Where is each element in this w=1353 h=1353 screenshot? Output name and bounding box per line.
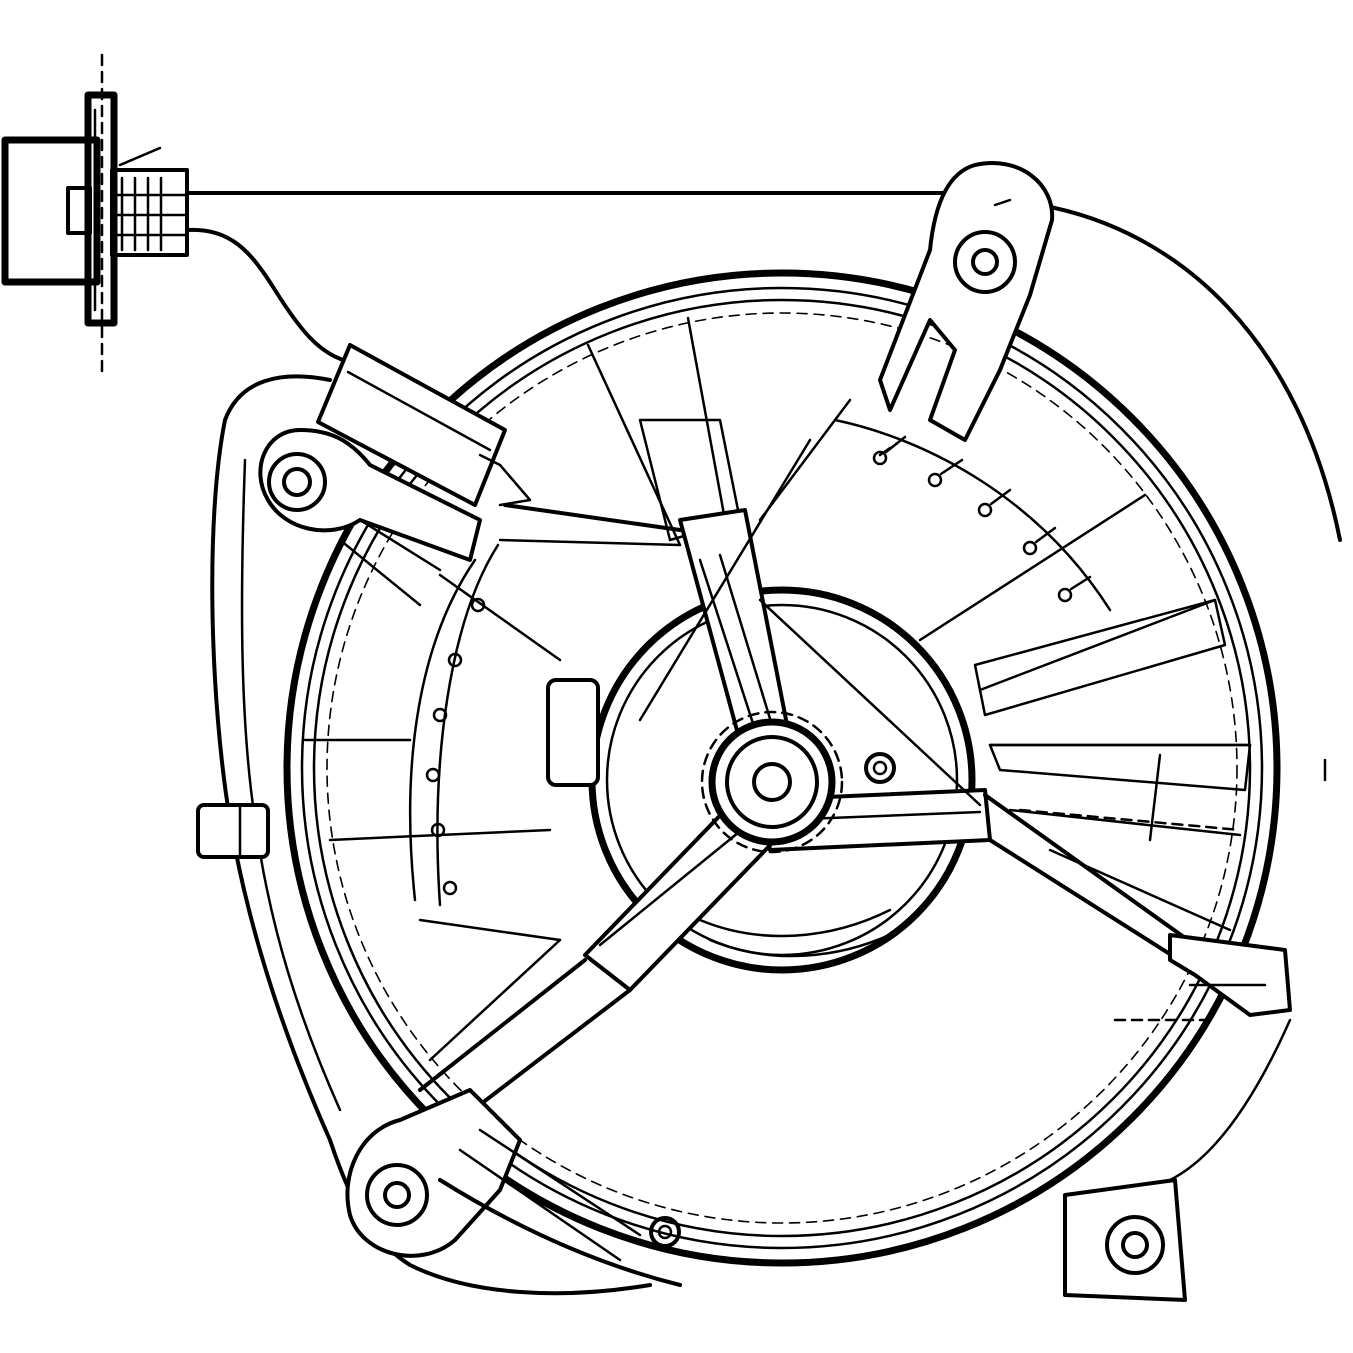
mount-lug-lower-left xyxy=(345,1088,682,1287)
connector-plug xyxy=(110,168,189,257)
mount-lug-upper-right xyxy=(878,161,1055,442)
housing-lower-edge xyxy=(1063,758,1327,1287)
mount-bolt xyxy=(953,230,1017,294)
housing-screw xyxy=(649,1216,681,1248)
mount-bolt xyxy=(267,452,327,512)
connector-housing xyxy=(1,136,101,286)
connector-latch xyxy=(66,186,92,235)
fan-blade xyxy=(438,573,562,662)
resistor-block xyxy=(316,343,532,507)
motor-shaft xyxy=(700,710,896,854)
cover-tab-left xyxy=(196,803,270,859)
toothed-segment-left xyxy=(408,558,477,902)
right-clip xyxy=(1113,933,1292,1022)
fan-blade xyxy=(978,598,1217,692)
fan-blade xyxy=(918,493,1147,642)
fan-blade xyxy=(1008,808,1242,837)
fan-blade xyxy=(586,343,682,547)
wiring xyxy=(185,191,972,364)
electrical-connector xyxy=(1,53,189,374)
fan-blade xyxy=(418,918,562,942)
housing-outer-arc xyxy=(1038,203,1342,542)
wire-lower xyxy=(185,227,352,364)
mount-bolt xyxy=(365,1163,429,1227)
mount-bolt xyxy=(1105,1215,1165,1275)
hub-side-bracket xyxy=(546,678,600,787)
mount-lug-upper-left xyxy=(258,428,482,607)
shaft-center xyxy=(752,762,792,802)
hub-screw xyxy=(864,752,896,784)
scroll-housing xyxy=(1038,203,1342,1302)
toothed-segment-upper xyxy=(833,418,1112,612)
cover-outline xyxy=(210,374,652,1296)
resistor-body xyxy=(316,343,507,507)
spider-bracket xyxy=(418,438,1242,1122)
mount-lug-lower-right xyxy=(1105,1215,1165,1275)
motor-cover xyxy=(196,374,652,1296)
wheel-outer-ring xyxy=(283,269,1281,1267)
